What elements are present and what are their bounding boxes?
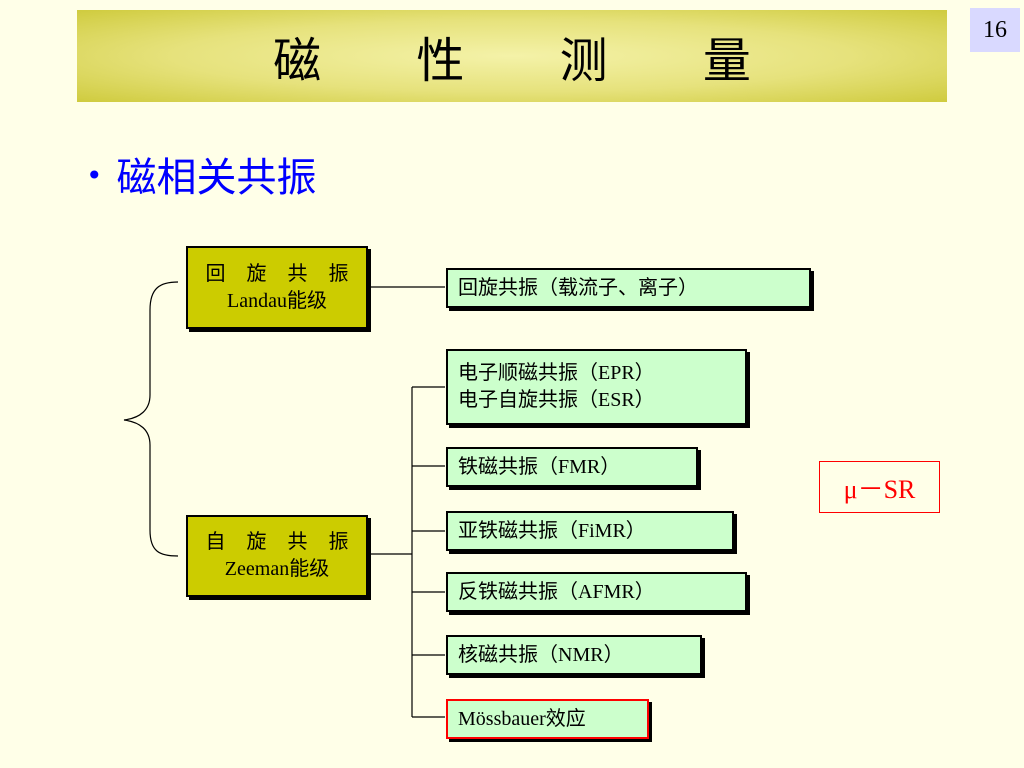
- bullet-item: • 磁相关共振: [86, 145, 317, 203]
- esr-text: 电子自旋共振（ESR）: [458, 389, 655, 411]
- afmr-text: 反铁磁共振（AFMR）: [458, 580, 655, 603]
- page-title: 磁 性 测 量: [273, 33, 791, 89]
- page-number: 16: [970, 8, 1020, 52]
- cyclotron-subtitle: Landau能级: [227, 289, 327, 312]
- fmr-box: 铁磁共振（FMR）: [446, 447, 698, 487]
- cyclotron-title: 回 旋 共 振: [205, 262, 357, 285]
- musr-label: μ－SR: [819, 461, 940, 513]
- afmr-box: 反铁磁共振（AFMR）: [446, 572, 747, 612]
- cyclotron-resonance-box: 回 旋 共 振 Landau能级: [186, 246, 368, 329]
- title-bar: 磁 性 测 量: [77, 10, 947, 102]
- spin-resonance-box: 自 旋 共 振 Zeeman能级: [186, 515, 368, 597]
- spin-subtitle: Zeeman能级: [224, 558, 330, 580]
- mossbauer-text: Mössbauer效应: [458, 707, 586, 730]
- nmr-box: 核磁共振（NMR）: [446, 635, 702, 675]
- fimr-text: 亚铁磁共振（FiMR）: [458, 519, 646, 542]
- nmr-text: 核磁共振（NMR）: [458, 643, 624, 666]
- epr-text: 电子顺磁共振（EPR）: [458, 362, 655, 384]
- fmr-text: 铁磁共振（FMR）: [458, 455, 621, 478]
- bullet-text: 磁相关共振: [116, 155, 317, 201]
- epr-esr-box: 电子顺磁共振（EPR） 电子自旋共振（ESR）: [446, 349, 747, 425]
- spin-title: 自 旋 共 振: [205, 531, 357, 553]
- fimr-box: 亚铁磁共振（FiMR）: [446, 511, 734, 551]
- curly-brace: [123, 281, 179, 557]
- bullet-dot: •: [86, 159, 103, 192]
- cyclotron-leaf-text: 回旋共振（载流子、离子）: [458, 276, 698, 299]
- mossbauer-box: Mössbauer效应: [446, 699, 649, 739]
- cyclotron-leaf-box: 回旋共振（载流子、离子）: [446, 268, 811, 308]
